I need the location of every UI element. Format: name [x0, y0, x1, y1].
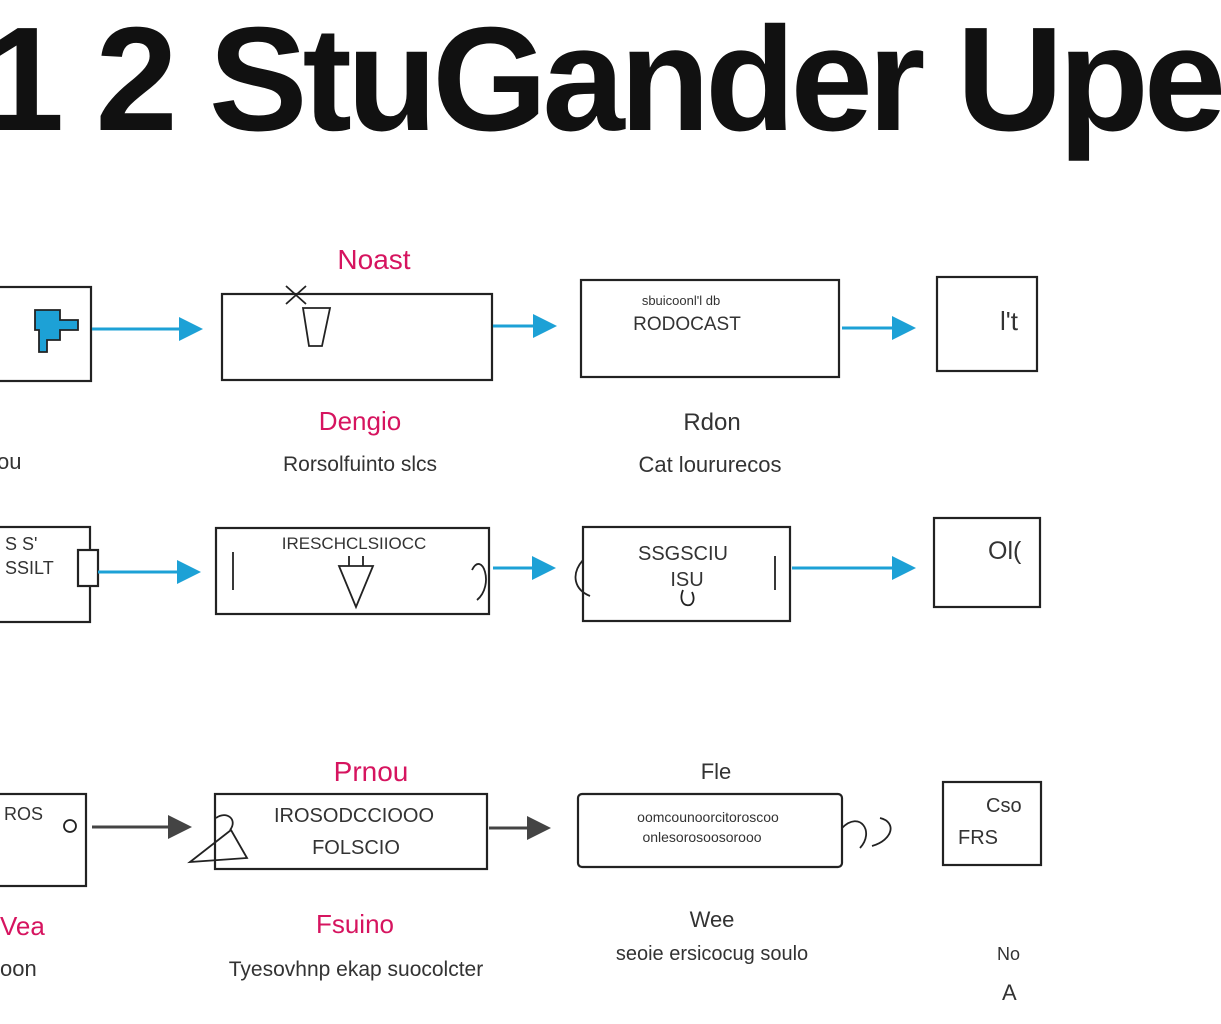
- row-3-box-3-line-2: onlesorosoosorooo: [642, 829, 761, 845]
- row-3-box-2-lever: [187, 814, 249, 864]
- row-2-box-3-line-2: ISU: [670, 569, 703, 591]
- row-1-box-4: [935, 275, 1039, 373]
- row-3-box-3-hook: [841, 817, 892, 849]
- row-2-box-1-line-2: SSILT: [5, 558, 54, 578]
- row-3-box-4-line-2: FRS: [958, 827, 998, 849]
- row-3-caption-4-gray: Wee: [690, 907, 735, 932]
- row-3-box-2-line-1: IROSODCCIOOO: [274, 805, 434, 827]
- row-3-box-4: [941, 780, 1043, 867]
- row-2-box-4-line-1: Ol(: [988, 537, 1022, 565]
- row-3-caption-2-pink: Fsuino: [316, 909, 394, 939]
- row-1-box-2: [220, 292, 494, 382]
- row-1-box-4-line-1: l't: [1000, 306, 1019, 336]
- row-3-box-2: [213, 792, 489, 871]
- row-2-box-2-side-detail: [232, 552, 487, 601]
- row-2-box-2-line-1: IRESCHCLSIIOCC: [282, 534, 427, 553]
- row-1-box-1-detail: [34, 309, 79, 353]
- row-1-caption-2-gray: Rorsolfuinto slcs: [283, 453, 437, 476]
- row-1-caption-4-gray: Cat loururecos: [638, 452, 781, 477]
- row-3-box-3: [576, 792, 844, 869]
- row-3-caption-7-gray: A: [1002, 980, 1017, 1005]
- row-3-caption-1-pink: Vea: [0, 911, 45, 941]
- row-3-box-1-line-1: ROS: [4, 804, 43, 824]
- row-3-box-1-knob: [63, 819, 77, 833]
- row-1-header: Noast: [337, 244, 410, 275]
- row-3-box-4-line-1: Cso: [986, 795, 1022, 817]
- row-3-header: Prnou: [334, 756, 409, 787]
- page-title: 1 2 StuGander Upe: [0, 0, 1221, 162]
- row-3-caption-6-gray: No: [997, 944, 1020, 964]
- row-2-box-3-side-detail: [574, 556, 776, 607]
- row-2-box-4: [932, 516, 1042, 609]
- row-3-box-3-line-1: oomcounoorcitoroscoo: [637, 809, 779, 825]
- row-1-caption-2-pink: Dengio: [319, 406, 401, 436]
- row-1-box-2-icon: [285, 285, 332, 347]
- flow-diagram: Noast sbuicoonl'l db RODOCAST l't ou Den…: [0, 244, 1043, 1005]
- row-1-box-3-line-1: sbuicoonl'l db: [642, 293, 720, 308]
- row-2-box-2-icon: [337, 556, 375, 610]
- row-3-caption-3-gray: Fle: [701, 759, 732, 784]
- row-2-box-3-line-1: SSGSCIU: [638, 543, 728, 565]
- row-1-caption-1-gray: ou: [0, 449, 21, 474]
- row-3-caption-5-gray: seoie ersicocug soulo: [616, 943, 808, 965]
- row-1-caption-3-gray: Rdon: [683, 409, 740, 436]
- row-3-box-2-line-2: FOLSCIO: [312, 837, 400, 859]
- row-1-box-3-line-2: RODOCAST: [633, 314, 741, 335]
- row-2-box-1-line-1: S S': [5, 534, 37, 554]
- row-3-caption-1-gray: oon: [0, 956, 37, 981]
- row-1-box-3: [579, 278, 841, 379]
- diagram-page: 1 2 StuGander Upe Noast sbuicoonl'l db R…: [0, 5, 1221, 1005]
- row-3-caption-2-gray: Tyesovhnp ekap suocolcter: [229, 958, 483, 981]
- row-3-box-1: [0, 792, 88, 888]
- row-2-box-1-tab: [76, 548, 100, 588]
